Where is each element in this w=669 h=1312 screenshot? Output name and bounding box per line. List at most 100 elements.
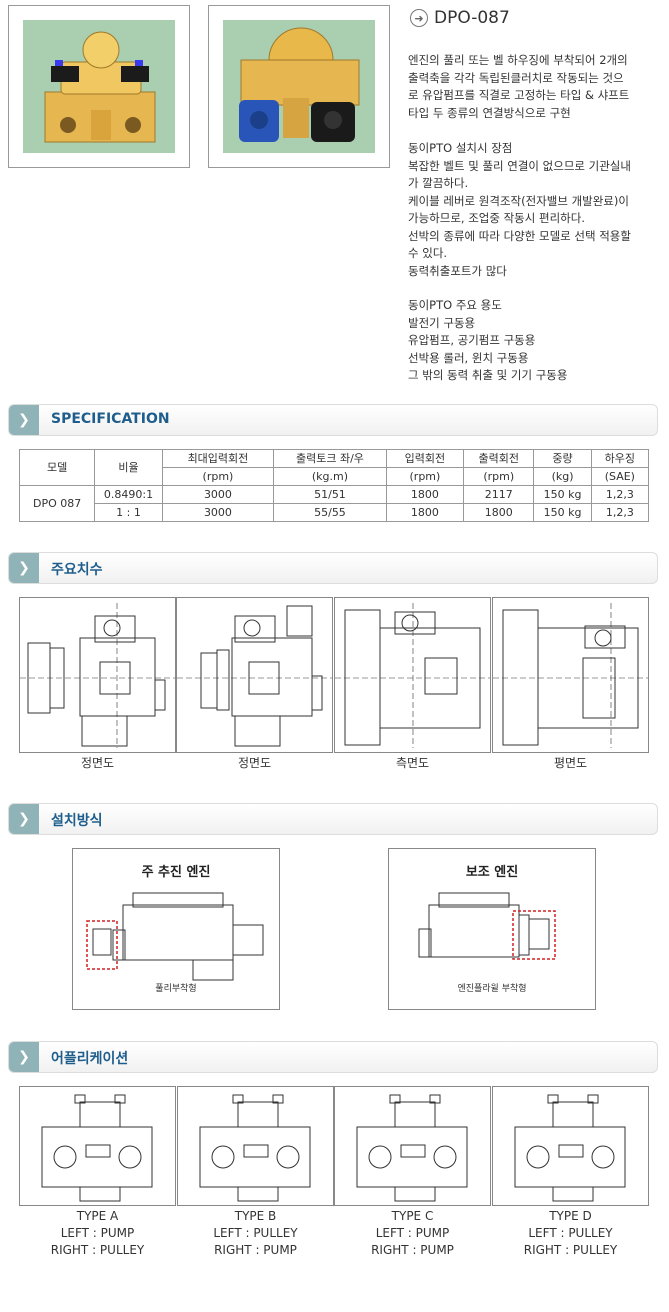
dimension-drawing-front-1 [19,597,176,753]
table-cell: 55/55 [273,503,387,522]
application-caption-c: TYPE C LEFT : PUMP RIGHT : PUMP [334,1208,491,1259]
chevron-right-icon: ❯ [9,553,39,583]
application-right: RIGHT : PUMP [214,1243,297,1257]
product-description: 엔진의 풀리 또는 벨 하우징에 부착되어 2개의 출력축을 각각 독립된클러치… [408,52,664,122]
table-header: 출력회전 [463,449,535,468]
table-header: 입력회전 [385,449,465,468]
uses-block: 동이PTO 주요 용도 발전기 구동용 유압펌프, 공기펌프 구동용 선박용 롤… [408,297,664,385]
table-cell: 1800 [385,485,465,504]
section-header-spec: ❯ SPECIFICATION [8,404,658,436]
description-line: 로 유압펌프를 직결로 고정하는 타입 & 샤프트 [408,88,630,102]
application-right: RIGHT : PULLEY [523,1243,618,1257]
install-caption: 풀리부착형 [155,984,197,994]
section-title: 어플리케이션 [51,1051,129,1067]
chevron-right-icon: ❯ [9,804,39,834]
section-title: 주요치수 [51,562,103,578]
application-type: TYPE D [549,1209,592,1223]
table-cell: 1,2,3 [590,503,650,522]
description-line: 출력축을 각각 독립된클러치로 작동되는 것으 [408,70,624,85]
section-header-application: ❯ 어플리케이션 [8,1041,658,1073]
merits-title: 동이PTO 설치시 장점 [408,141,513,155]
table-row: DPO 087 0.8490:1 3000 51/51 1800 2117 15… [18,485,650,522]
table-cell: 3000 [161,485,275,504]
section-title: 설치방식 [51,813,103,829]
table-row: 1 : 1 3000 55/55 1800 1800 150 kg 1,2,3 [20,503,650,522]
table-header-unit: (rpm) [385,467,465,486]
table-header: 하우징 [590,449,650,468]
dimension-caption: 정면도 [80,756,115,770]
table-header: 중량 [533,449,592,468]
application-caption-a: TYPE A LEFT : PUMP RIGHT : PULLEY [19,1208,176,1259]
arrow-right-icon: ➜ [410,9,428,27]
application-caption-d: TYPE D LEFT : PULLEY RIGHT : PULLEY [492,1208,649,1259]
application-drawing-b [177,1086,334,1206]
merit-line: 선박의 종류에 따라 다양한 모델로 선택 적용할 [408,228,631,243]
table-header: 모델 [18,449,96,486]
section-header-dimensions: ❯ 주요치수 [8,552,658,584]
merit-line: 케이블 레버로 원격조작(전자밸브 개발완료)이 [408,193,629,208]
merit-line: 복잡한 벨트 및 풀리 연결이 없으므로 기관실내 [408,158,631,173]
table-cell: 1,2,3 [590,485,650,504]
merit-line: 수 있다. [408,246,448,260]
spec-table: 모델 비율 최대입력회전 출력토크 좌/우 입력회전 출력회전 중량 하우징 (… [18,449,650,522]
install-aux-engine: 보조 엔진 엔진플라윌 부착형 [388,848,596,1010]
dimension-caption: 평면도 [553,756,588,770]
table-header-row: 모델 비율 최대입력회전 출력토크 좌/우 입력회전 출력회전 중량 하우징 [18,449,650,486]
use-line: 유압펌프, 공기펌프 구동용 [408,333,536,347]
description-line: 타입 두 종류의 연결방식으로 구현 [408,105,571,120]
product-photo-2-image [223,20,375,153]
chevron-right-icon: ❯ [9,1042,39,1072]
table-cell: 51/51 [273,485,387,504]
application-type: TYPE B [234,1209,277,1223]
product-photo-1 [8,5,190,168]
install-caption: 엔진플라윌 부착형 [457,984,527,994]
application-left: LEFT : PULLEY [528,1226,613,1240]
table-header-unit: (SAE) [590,467,650,486]
table-cell: 150 kg [533,503,592,522]
dimension-caption: 측면도 [395,756,430,770]
chevron-right-icon: ❯ [9,405,39,435]
install-title: 주 추진 엔진 [141,865,211,880]
table-header: 최대입력회전 [161,449,275,468]
application-caption-b: TYPE B LEFT : PULLEY RIGHT : PUMP [177,1208,334,1259]
table-header: 출력토크 좌/우 [273,449,387,468]
merit-line: 가능하므로, 조업중 작동시 편리하다. [408,211,585,225]
application-drawing-d [492,1086,649,1206]
table-header-unit: (kg) [533,467,592,486]
application-left: LEFT : PULLEY [213,1226,298,1240]
table-cell: 3000 [161,503,275,522]
table-cell-model: DPO 087 [18,485,96,522]
table-cell: 1800 [385,503,465,522]
table-cell: 1 : 1 [94,503,163,522]
use-line: 선박용 롤러, 윈치 구동용 [408,350,529,365]
dimension-drawing-side [334,597,491,753]
application-drawing-a [19,1086,176,1206]
application-right: RIGHT : PUMP [371,1243,454,1257]
application-right: RIGHT : PULLEY [50,1243,145,1257]
table-cell: 2117 [463,485,535,504]
product-photo-1-image [23,20,175,153]
model-name: DPO-087 [434,8,510,28]
install-title: 보조 엔진 [465,865,519,880]
merit-line: 동력취출포트가 많다 [408,263,507,278]
description-line: 엔진의 풀리 또는 벨 하우징에 부착되어 2개의 [408,53,628,67]
section-header-install: ❯ 설치방식 [8,803,658,835]
table-header: 비율 [94,449,163,486]
dimension-drawing-plan [492,597,649,753]
application-left: LEFT : PUMP [375,1226,450,1240]
table-cell: 1800 [463,503,535,522]
use-line: 그 밖의 동력 취출 및 기기 구동용 [408,368,568,382]
install-main-engine: 주 추진 엔진 풀리부착형 [72,848,280,1010]
application-type: TYPE C [391,1209,434,1223]
table-cell: 0.8490:1 [94,485,163,504]
product-photo-2 [208,5,390,168]
section-title: SPECIFICATION [51,411,170,427]
uses-title: 동이PTO 주요 용도 [408,298,502,312]
use-line: 발전기 구동용 [408,315,476,330]
merits-block: 동이PTO 설치시 장점 복잡한 벨트 및 풀리 연결이 없으므로 기관실내 가… [408,140,664,280]
merit-line: 가 깔끔하다. [408,176,469,190]
application-type: TYPE A [76,1209,119,1223]
application-left: LEFT : PUMP [60,1226,135,1240]
application-drawing-c [334,1086,491,1206]
table-header-unit: (kg.m) [273,467,387,486]
